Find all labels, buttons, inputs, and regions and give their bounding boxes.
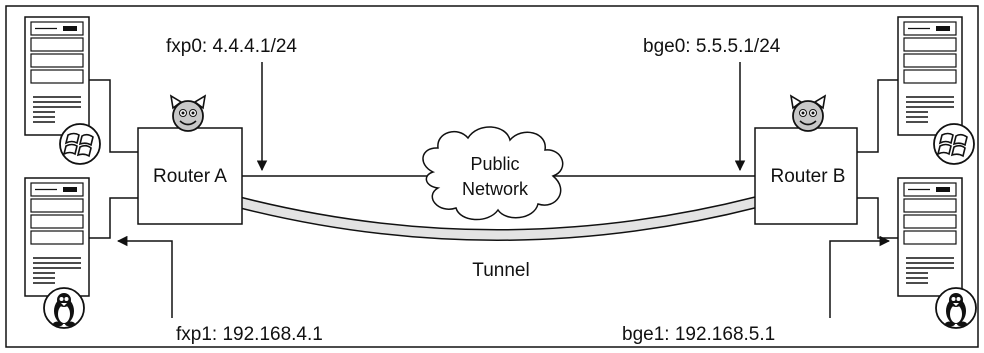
- fxp1-label: fxp1: 192.168.4.1: [176, 324, 323, 345]
- router-a-label: Router A: [153, 166, 227, 187]
- fxp1-arrow: [116, 235, 173, 318]
- cloud-label-line1: Public: [470, 154, 519, 174]
- bge0-label: bge0: 5.5.5.1/24: [643, 36, 781, 57]
- diagram-frame: [5, 5, 979, 348]
- windows-host-left: [24, 16, 101, 165]
- tux-penguin-icon: [43, 287, 85, 329]
- bge1-label: bge1: 192.168.5.1: [622, 324, 775, 345]
- bge1-arrow: [829, 235, 891, 318]
- vpn-tunnel: [232, 196, 763, 241]
- router-b: Router B: [754, 127, 858, 225]
- router-a: Router A: [137, 127, 243, 225]
- windows-host-right: [897, 16, 975, 165]
- public-network-cloud: [422, 126, 564, 221]
- windows-logo-icon: [59, 123, 101, 165]
- lan-links-right: [857, 79, 898, 239]
- fxp0-label: fxp0: 4.4.4.1/24: [166, 36, 297, 57]
- freebsd-daemon-icon: [790, 95, 826, 132]
- cloud-label-line2: Network: [462, 179, 529, 199]
- freebsd-daemon-icon: [170, 95, 206, 132]
- linux-host-left: [24, 177, 90, 329]
- tux-penguin-icon: [935, 287, 977, 329]
- tunnel-label: Tunnel: [472, 260, 529, 281]
- linux-host-right: [897, 177, 977, 329]
- lan-links-left: [89, 79, 138, 239]
- windows-logo-icon: [933, 123, 975, 165]
- router-b-label: Router B: [771, 166, 846, 187]
